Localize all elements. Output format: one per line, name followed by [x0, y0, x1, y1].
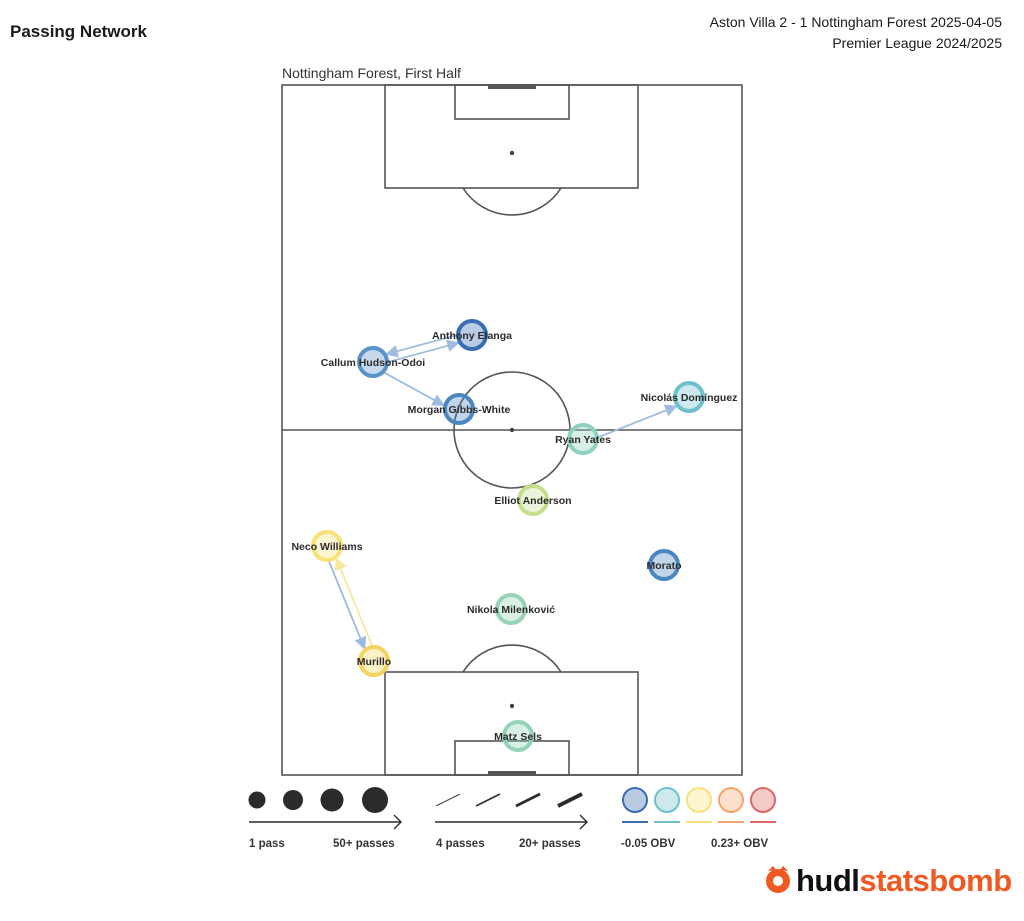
player-marker[interactable] [311, 530, 343, 562]
legend-obv-min: -0.05 OBV [621, 838, 676, 850]
player-label: Elliot Anderson [494, 495, 571, 507]
player-label: Morgan Gibbs-White [408, 404, 511, 416]
player-marker[interactable] [456, 319, 488, 351]
player-node-matz-sels[interactable]: Matz Sels [494, 720, 542, 752]
match-line-1: Aston Villa 2 - 1 Nottingham Forest 2025… [709, 14, 1002, 30]
bottom-goal [488, 771, 536, 776]
legend-obv-swatch-5 [750, 787, 776, 813]
player-marker[interactable] [502, 720, 534, 752]
legend-width-max: 20+ passes [519, 838, 581, 850]
player-marker[interactable] [567, 423, 599, 455]
legend-width-line-3 [515, 792, 541, 808]
legend-width-line-4 [557, 792, 583, 808]
pass-line-anthony-elanga-to-callum-hudson-odoi [385, 333, 458, 358]
player-label: Callum Hudson-Odoi [321, 357, 425, 369]
player-node-morgan-gibbs-white[interactable]: Morgan Gibbs-White [408, 393, 511, 425]
legend-obv-swatch-2 [654, 787, 680, 813]
player-node-anthony-elanga[interactable]: Anthony Elanga [432, 319, 512, 351]
player-label: Ryan Yates [555, 434, 611, 446]
player-marker[interactable] [673, 381, 705, 413]
legend-size-dot-4 [362, 787, 388, 813]
top-goal-area [454, 84, 570, 120]
pass-line-callum-hudson-odoi-to-morgan-gibbs-white [382, 371, 446, 407]
top-goal [488, 84, 536, 89]
legend-obv-swatch-4 [718, 787, 744, 813]
top-penalty-spot [509, 150, 515, 156]
player-marker[interactable] [357, 346, 389, 378]
legend-obv-swatch-1 [622, 787, 648, 813]
statsbomb-logo-icon [766, 866, 790, 893]
player-label: Anthony Elanga [432, 330, 512, 342]
pass-line-neco-williams-to-murillo [327, 560, 367, 650]
legend-width-min: 4 passes [436, 838, 485, 850]
player-label: Nicolás Domínguez [641, 392, 738, 404]
player-label: Morato [647, 560, 682, 572]
legend-size-dot-2 [283, 790, 303, 810]
legend-obv-swatch-3 [686, 787, 712, 813]
legend-width-line-2 [475, 793, 501, 807]
pass-lines [327, 333, 678, 650]
top-penalty-area [384, 84, 639, 189]
match-info: Aston Villa 2 - 1 Nottingham Forest 2025… [710, 12, 1002, 54]
page-title: Passing Network [10, 22, 147, 41]
player-node-nicolas-dominguez[interactable]: Nicolás Domínguez [641, 381, 738, 413]
player-label: Matz Sels [494, 731, 542, 743]
player-label: Nikola Milenković [467, 604, 555, 616]
player-marker[interactable] [495, 593, 527, 625]
player-node-elliot-anderson[interactable]: Elliot Anderson [494, 484, 572, 516]
legend-width-line-1 [435, 793, 461, 807]
legend: 1 pass 50+ passes 4 passes 20+ passes -0… [248, 787, 776, 850]
player-node-ryan-yates[interactable]: Ryan Yates [555, 423, 611, 455]
player-marker[interactable] [443, 393, 475, 425]
legend-size-max: 50+ passes [333, 838, 395, 850]
top-penalty-arc [462, 187, 562, 216]
legend-size-arrowhead [393, 814, 402, 830]
brand-statsbomb: statsbomb [859, 862, 1012, 898]
player-node-murillo[interactable]: Murillo [357, 645, 391, 677]
legend-obv-swatches [622, 787, 776, 823]
player-marker[interactable] [648, 549, 680, 581]
player-node-nikola-milenkovic[interactable]: Nikola Milenković [467, 593, 555, 625]
player-node-callum-hudson-odoi[interactable]: Callum Hudson-Odoi [321, 346, 425, 378]
legend-width-arrowhead [579, 814, 588, 830]
pass-line-murillo-to-neco-williams [334, 557, 374, 647]
player-marker[interactable] [358, 645, 390, 677]
legend-size-dot-3 [320, 788, 344, 812]
match-line-2: Premier League 2024/2025 [832, 35, 1002, 51]
player-marker[interactable] [517, 484, 549, 516]
pass-line-ryan-yates-to-nicolas-dominguez [597, 404, 678, 439]
legend-size-dot-1 [248, 791, 266, 809]
player-label: Neco Williams [291, 541, 362, 553]
player-label: Murillo [357, 656, 391, 668]
pitch-subtitle: Nottingham Forest, First Half [282, 65, 461, 81]
legend-obv-max: 0.23+ OBV [711, 838, 769, 850]
bottom-penalty-arc [462, 644, 562, 673]
pass-line-callum-hudson-odoi-to-anthony-elanga [387, 339, 460, 364]
bottom-penalty-spot [509, 703, 515, 709]
center-spot [509, 427, 515, 433]
player-node-morato[interactable]: Morato [647, 549, 682, 581]
brand-hudl: hudl [796, 862, 860, 898]
player-node-neco-williams[interactable]: Neco Williams [291, 530, 363, 562]
legend-size-min: 1 pass [249, 838, 285, 850]
